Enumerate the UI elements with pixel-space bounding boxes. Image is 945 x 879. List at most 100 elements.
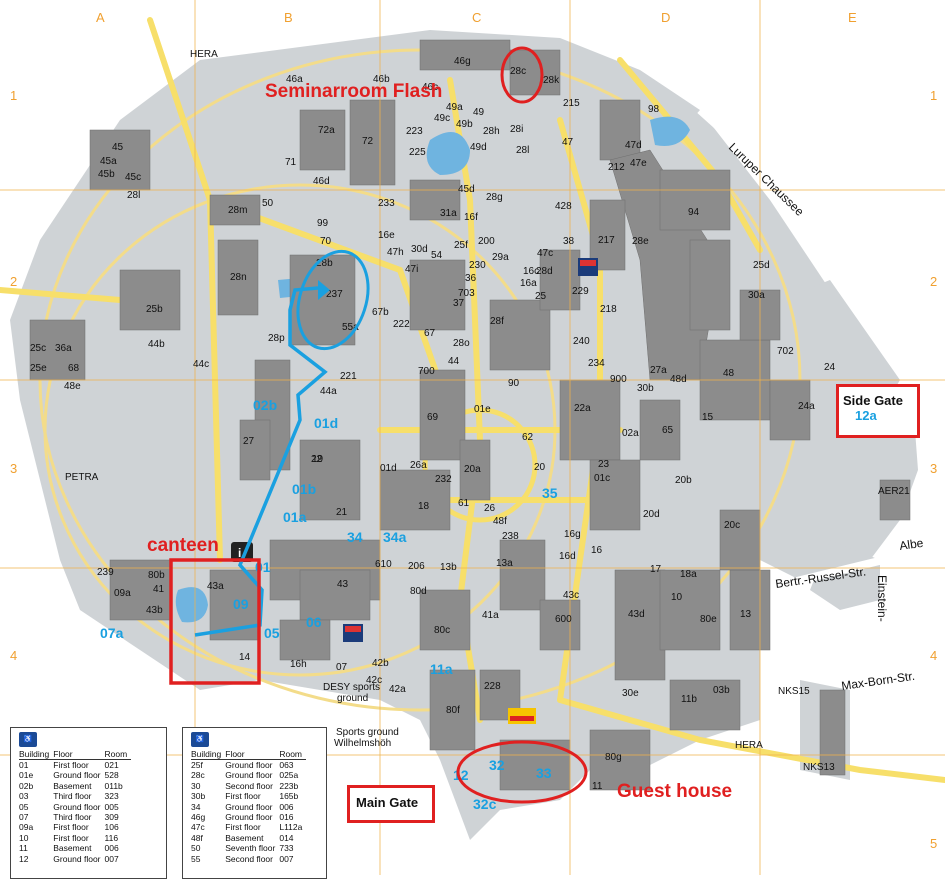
building-label: 16g bbox=[564, 529, 581, 540]
building-label: 99 bbox=[317, 218, 329, 229]
table-cell: Third floor bbox=[53, 791, 92, 802]
grid-coordinates: ABCDE1122334455 bbox=[10, 10, 937, 851]
table-cell: 309 bbox=[104, 812, 119, 823]
building-label: 26 bbox=[484, 503, 496, 514]
building-label: 17 bbox=[650, 564, 662, 575]
building-label: 43d bbox=[628, 609, 645, 620]
building-label: 80f bbox=[446, 705, 460, 716]
building-label: 16c bbox=[523, 266, 539, 277]
table-cell: 063 bbox=[279, 760, 294, 770]
table-cell: 106 bbox=[104, 822, 119, 833]
building-label: 225 bbox=[409, 147, 426, 158]
table-cell: 006 bbox=[279, 801, 294, 812]
building-label: 80b bbox=[148, 570, 165, 581]
building-label: 45d bbox=[458, 184, 475, 195]
building-label: 80g bbox=[605, 752, 622, 763]
building-label: 02a bbox=[622, 428, 639, 439]
building-label: 10 bbox=[671, 592, 683, 603]
building-label: 218 bbox=[600, 304, 617, 315]
building-label: 25f bbox=[454, 240, 468, 251]
building-label: 44 bbox=[448, 356, 460, 367]
grid-col-A: A bbox=[96, 10, 105, 25]
table-cell: 46g bbox=[191, 812, 206, 823]
building-label: 61 bbox=[458, 498, 470, 509]
building-label: 25d bbox=[753, 260, 770, 271]
building-label: 42c bbox=[366, 675, 382, 686]
buildings bbox=[29, 39, 911, 791]
table-cell: 006 bbox=[104, 843, 119, 854]
building-label: 233 bbox=[378, 198, 395, 209]
table-cell: First floor bbox=[53, 760, 89, 770]
building-label: 20d bbox=[643, 509, 660, 520]
building-label: 229 bbox=[572, 286, 589, 297]
aer21-label: AER21 bbox=[878, 486, 910, 497]
building-label: 38 bbox=[563, 236, 575, 247]
grid-row-left-1: 1 bbox=[10, 88, 17, 103]
building-label: 22 bbox=[311, 454, 323, 465]
building-label: 14 bbox=[239, 652, 251, 663]
walking-route bbox=[194, 286, 328, 637]
building-label: 46b bbox=[373, 74, 390, 85]
grid-row-left-2: 2 bbox=[10, 274, 17, 289]
building-label: 27 bbox=[243, 436, 255, 447]
table-cell: First floor bbox=[225, 822, 261, 833]
table-cell: 01 bbox=[19, 760, 29, 770]
building-label: 25e bbox=[30, 363, 47, 374]
building-label: 16a bbox=[520, 278, 537, 289]
table-cell: 02b bbox=[19, 780, 34, 791]
building-highlight-label: 32c bbox=[473, 796, 497, 812]
building-label: 54 bbox=[431, 250, 443, 261]
building-label: 55a bbox=[342, 322, 359, 333]
building-label: 24 bbox=[824, 362, 836, 373]
max-born-str-label: Max-Born-Str. bbox=[840, 669, 915, 693]
building-label: 30a bbox=[748, 290, 765, 301]
building-label: 80d bbox=[410, 586, 427, 597]
building-label: 37 bbox=[453, 298, 465, 309]
building-label: 223 bbox=[406, 126, 423, 137]
grid-row-right-4: 4 bbox=[930, 648, 937, 663]
table-header: Building bbox=[191, 749, 226, 760]
table-cell: 12 bbox=[19, 853, 29, 864]
building-label: 01e bbox=[474, 404, 491, 415]
building-label: 49c bbox=[434, 113, 450, 124]
table-cell: 34 bbox=[191, 801, 201, 812]
building-label: 222 bbox=[393, 319, 410, 330]
grid-col-E: E bbox=[848, 10, 857, 25]
building-label: 43 bbox=[337, 579, 349, 590]
building-highlight-label: 07a bbox=[100, 625, 124, 641]
building-label: 72a bbox=[318, 125, 335, 136]
building-label: 42a bbox=[389, 684, 406, 695]
building-label: 48e bbox=[64, 381, 81, 392]
table-cell: 48f bbox=[191, 832, 203, 843]
building-label: 50 bbox=[262, 198, 274, 209]
table-header: Floor bbox=[53, 749, 105, 760]
table-cell: First floor bbox=[53, 832, 89, 843]
building-label: 13a bbox=[496, 558, 513, 569]
table-cell: 11 bbox=[19, 843, 28, 854]
table-cell: Ground floor bbox=[225, 801, 273, 812]
building-label: 42b bbox=[372, 658, 389, 669]
grid-col-C: C bbox=[472, 10, 481, 25]
building-label: 07 bbox=[336, 662, 348, 673]
building-label: 700 bbox=[418, 366, 435, 377]
building-label: 47i bbox=[405, 264, 418, 275]
building-label: 65 bbox=[662, 425, 674, 436]
table-cell: Seventh floor bbox=[225, 843, 276, 854]
building-label: 238 bbox=[502, 531, 519, 542]
table-cell: Ground floor bbox=[53, 770, 101, 781]
grid-row-left-4: 4 bbox=[10, 648, 17, 663]
building-label: 20c bbox=[724, 520, 740, 531]
building-label: 212 bbox=[608, 162, 625, 173]
table-header: Room bbox=[104, 749, 132, 760]
building-label: 69 bbox=[427, 412, 439, 423]
table-cell: 528 bbox=[104, 770, 119, 781]
building-label: 46g bbox=[454, 56, 471, 67]
building-label: 234 bbox=[588, 358, 605, 369]
table-cell: 01e bbox=[19, 770, 34, 781]
table-cell: 10 bbox=[19, 832, 29, 843]
